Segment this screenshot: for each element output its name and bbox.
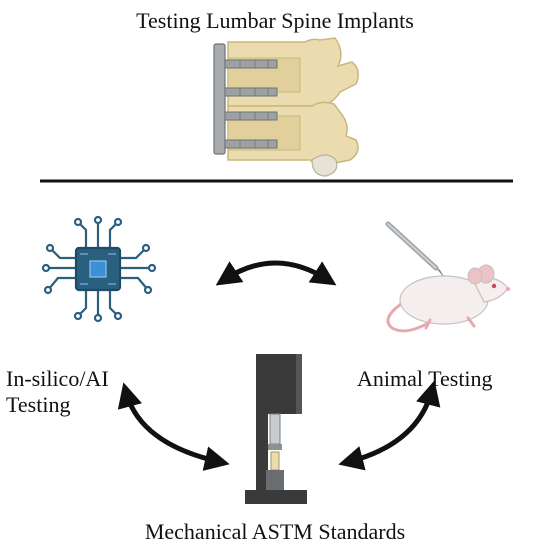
lab-rat-icon (386, 264, 510, 333)
left-label-line-1: In-silico/AI (6, 366, 109, 391)
page-title: Testing Lumbar Spine Implants (136, 8, 414, 33)
scalpel-icon (385, 221, 446, 280)
animal-testing-label: Animal Testing (357, 366, 493, 391)
ai-circuit-chip-icon (41, 215, 157, 323)
double-headed-curved-arrow-icon (117, 382, 230, 471)
mechanical-testing-machine-icon (245, 354, 307, 504)
mechanical-astm-standards-label: Mechanical ASTM Standards (144, 519, 406, 544)
double-headed-curved-arrow-icon (338, 380, 441, 471)
in-silico-ai-testing-label: In-silico/AI Testing (6, 366, 109, 418)
lumbar-spine-with-implant-icon (213, 37, 359, 177)
double-headed-curved-arrow-icon (215, 260, 337, 286)
left-label-line-2: Testing (6, 392, 71, 417)
